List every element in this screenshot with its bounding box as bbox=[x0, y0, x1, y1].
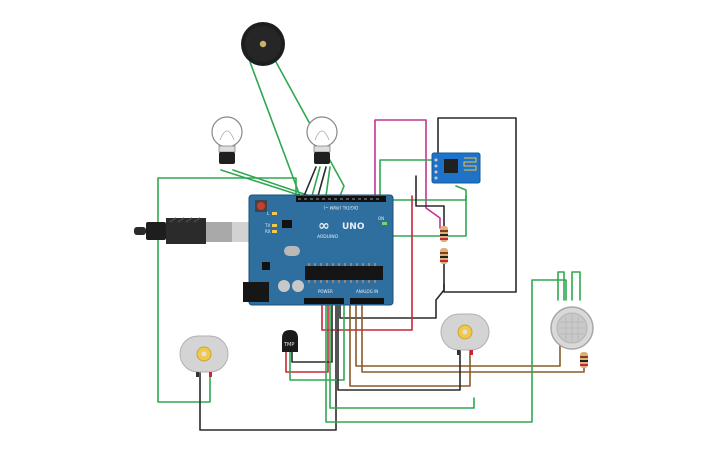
resistor-bottom-lead[interactable] bbox=[339, 263, 445, 319]
crystal bbox=[284, 246, 300, 256]
light-bulb-left[interactable] bbox=[211, 116, 243, 164]
gas-wire-brown-1[interactable] bbox=[355, 305, 561, 367]
reset-button[interactable] bbox=[257, 202, 265, 210]
resistor-3[interactable] bbox=[580, 352, 588, 368]
gas-wire-green-1[interactable] bbox=[325, 279, 567, 423]
bulb-filament bbox=[314, 130, 330, 141]
uno-label: UNO bbox=[342, 222, 365, 232]
led-on bbox=[382, 222, 387, 225]
buzzer-wire-1[interactable] bbox=[249, 61, 301, 197]
gas-wire-green-2[interactable] bbox=[571, 271, 581, 301]
esp-wire-magenta[interactable] bbox=[374, 119, 441, 229]
power-header[interactable] bbox=[304, 298, 344, 304]
bulb-right-wire-1[interactable] bbox=[303, 166, 317, 197]
bulb-left-wire-1[interactable] bbox=[220, 169, 303, 197]
analog-header[interactable] bbox=[350, 298, 384, 304]
bulb-left-wire-2[interactable] bbox=[232, 169, 311, 197]
arduino-logo: ∞ bbox=[318, 218, 330, 234]
esp-antenna bbox=[463, 157, 477, 171]
gas-wire-green-3[interactable] bbox=[557, 271, 565, 301]
buzzer-wire-2[interactable] bbox=[275, 61, 345, 197]
esp-chip bbox=[444, 159, 458, 173]
bulb-right-wire-2[interactable] bbox=[317, 166, 327, 197]
l-label: L bbox=[267, 211, 270, 216]
motor-right-wire-black[interactable] bbox=[337, 305, 461, 391]
brand-label: ARDUINO bbox=[317, 234, 339, 240]
power-label: POWER bbox=[318, 289, 333, 294]
led-l bbox=[272, 212, 277, 215]
bulb-filament bbox=[219, 130, 235, 141]
arduino-uno[interactable]: L TX RX ON ∞ UNO ARDUINO DIGITAL (PWM ~)… bbox=[243, 194, 394, 306]
resistor-top-lead[interactable] bbox=[415, 175, 445, 227]
esp-wire-green-3[interactable] bbox=[379, 195, 467, 237]
esp8266-wifi-module[interactable] bbox=[431, 152, 481, 184]
motor-right-wire-brown[interactable] bbox=[349, 305, 471, 387]
tmp-wire-black[interactable] bbox=[291, 305, 333, 363]
dc-motor-left[interactable] bbox=[179, 335, 229, 377]
capacitor bbox=[278, 280, 290, 292]
led-tx bbox=[272, 224, 277, 227]
tmp-wire-red[interactable] bbox=[285, 305, 329, 373]
digital-label: DIGITAL (PWM ~) bbox=[323, 205, 358, 210]
buzzer-center-dot bbox=[259, 40, 267, 48]
temperature-sensor[interactable]: TMP bbox=[282, 330, 298, 352]
usb-cable[interactable] bbox=[134, 217, 260, 244]
gas-wire-green-4[interactable] bbox=[329, 305, 475, 409]
on-label: ON bbox=[378, 216, 384, 221]
bulb-right-wire-4[interactable] bbox=[311, 166, 321, 197]
light-bulb-right[interactable] bbox=[306, 116, 338, 164]
rx-label: RX bbox=[265, 229, 271, 234]
tx-label: TX bbox=[264, 223, 270, 228]
power-jack[interactable] bbox=[243, 282, 269, 302]
dc-motor-right[interactable] bbox=[440, 313, 490, 355]
resistor-1[interactable] bbox=[440, 226, 448, 242]
gas-sensor[interactable] bbox=[550, 306, 594, 350]
esp-wire-black-loop[interactable] bbox=[437, 117, 517, 293]
esp-wire-green-1[interactable] bbox=[379, 159, 433, 197]
tmp-wire-green[interactable] bbox=[289, 305, 345, 381]
motor-left-wire-green[interactable] bbox=[157, 177, 297, 403]
atmega-chip bbox=[305, 266, 383, 280]
resistor-2[interactable] bbox=[440, 248, 448, 264]
bulb-right-wire-3[interactable] bbox=[325, 166, 331, 197]
analog-label: ANALOG IN bbox=[356, 289, 378, 294]
led-rx bbox=[272, 230, 277, 233]
tmp-label: TMP bbox=[283, 342, 294, 348]
motor-left-wire-black[interactable] bbox=[199, 305, 337, 431]
capacitor bbox=[292, 280, 304, 292]
power-wire-red[interactable] bbox=[321, 195, 413, 331]
piezo-buzzer[interactable] bbox=[241, 22, 285, 66]
